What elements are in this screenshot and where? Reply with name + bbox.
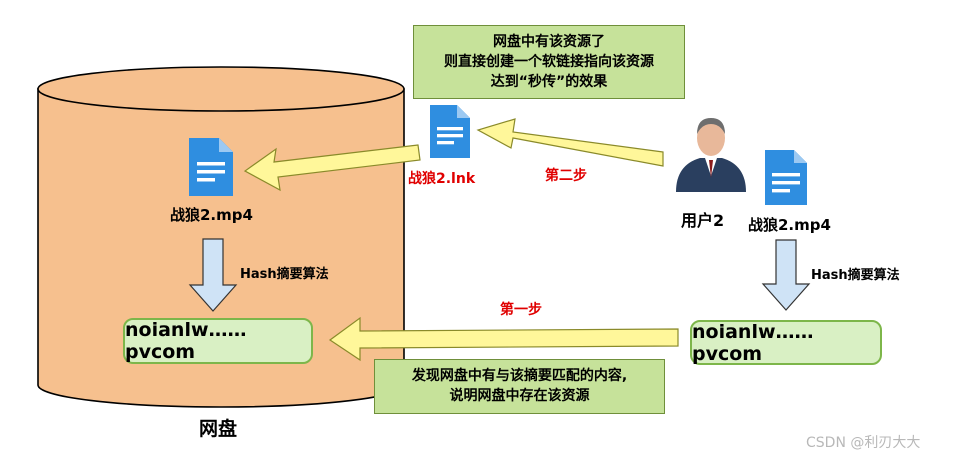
disk-hash-box: noianlw……pvcom bbox=[123, 318, 313, 364]
arrow-hash-compare bbox=[328, 316, 679, 362]
disk-file-name: 战狼2.mp4 bbox=[170, 206, 253, 224]
watermark: CSDN @利刃大大 bbox=[806, 435, 921, 451]
down-arrow-right bbox=[761, 239, 811, 311]
note-top-line2: 则直接创建一个软链接指向该资源 bbox=[444, 54, 654, 70]
user-file-name: 战狼2.mp4 bbox=[748, 216, 831, 234]
user-hash-label: Hash摘要算法 bbox=[811, 268, 900, 283]
user-hash-value: noianlw……pvcom bbox=[692, 320, 814, 365]
link-document-icon bbox=[430, 105, 470, 158]
step1-label: 第一步 bbox=[500, 302, 542, 318]
note-bottom: 发现网盘中有与该摘要匹配的内容, 说明网盘中存在该资源 bbox=[374, 359, 665, 414]
link-file-name: 战狼2.lnk bbox=[408, 171, 476, 187]
user-document-icon bbox=[765, 150, 807, 205]
arrow-link-to-file bbox=[243, 144, 421, 192]
note-top-line3: 达到“秒传”的效果 bbox=[490, 74, 608, 90]
disk-hash-label: Hash摘要算法 bbox=[240, 267, 329, 282]
step2-label: 第二步 bbox=[545, 168, 587, 184]
down-arrow-left bbox=[188, 238, 238, 312]
arrow-user-to-link bbox=[476, 118, 664, 167]
note-bottom-line2: 说明网盘中存在该资源 bbox=[449, 388, 590, 404]
disk-hash-value: noianlw……pvcom bbox=[125, 319, 247, 363]
note-top: 网盘中有该资源了 则直接创建一个软链接指向该资源 达到“秒传”的效果 bbox=[413, 25, 685, 99]
user-avatar-icon bbox=[676, 118, 746, 192]
document-icon bbox=[189, 138, 233, 196]
user-label: 用户2 bbox=[681, 211, 725, 230]
disk-label: 网盘 bbox=[199, 418, 238, 440]
user-hash-box: noianlw……pvcom bbox=[690, 320, 882, 365]
note-bottom-line1: 发现网盘中有与该摘要匹配的内容, bbox=[411, 368, 628, 384]
note-top-line1: 网盘中有该资源了 bbox=[493, 34, 605, 50]
